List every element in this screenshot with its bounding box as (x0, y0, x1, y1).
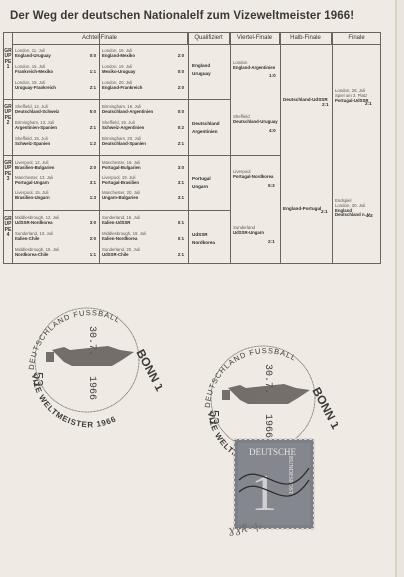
postmark-code: 53 (207, 410, 222, 424)
qualified-team: UdSSR (192, 232, 208, 237)
quarter-score: 4:0 (269, 128, 276, 133)
semi-score: 2:1 (321, 209, 328, 214)
quarter-score: 5:3 (268, 183, 275, 188)
cancel-wave-icon (238, 479, 310, 497)
group-label: GRUPPE3 (4, 160, 12, 182)
stamp-country: DEUTSCHE (249, 447, 297, 457)
qualified-team: Argentinien (192, 129, 218, 134)
stamp-value: 1 (251, 465, 277, 522)
header-round-of-16: Achtel-Finale (12, 33, 188, 45)
qualified-team: England (192, 63, 211, 68)
postmark-year: 1966 (262, 414, 273, 438)
postmark-year: 1966 (86, 376, 97, 400)
semi-match: Deutschland-UdSSR (283, 97, 328, 102)
world-cup-trophy-icon (222, 384, 310, 404)
signature: ɣɣƙ ·\· (227, 520, 263, 537)
postmark-city: BONN 1 (133, 347, 162, 394)
header-final: Finale (332, 33, 381, 45)
page-title: Der Weg der deutschen Nationalelf zum Vi… (10, 10, 355, 22)
quarter-score: 1:0 (269, 73, 276, 78)
row-divider (4, 99, 230, 100)
cancel-wave-icon (238, 467, 310, 485)
qualified-team: Ungarn (192, 184, 209, 189)
postage-stamp: DEUTSCHE BUNDESPOST 1 (233, 438, 315, 530)
row-divider (4, 210, 230, 211)
group-label: GRUPPE2 (4, 104, 12, 126)
stamp-country-2: BUNDESPOST (287, 456, 293, 495)
postmark-bonn: DEUTSCHLAND FUSSBALL VIZE WELTMEISTER 19… (27, 307, 162, 429)
qualified-team: Uruguay (192, 71, 211, 76)
column-divider (332, 33, 333, 263)
quarter-score: 2:1 (268, 239, 275, 244)
header-quarter: Viertel-Finale (230, 33, 280, 45)
qualified-team: Portugal (192, 176, 211, 181)
postmark-date: 30.7. (262, 364, 273, 394)
world-cup-trophy-icon (46, 346, 134, 366)
third-place-score: 2:1 (365, 101, 372, 106)
column-divider (280, 33, 281, 263)
group-label: GRUPPE1 (4, 48, 12, 70)
postmark-city: BONN 1 (309, 385, 338, 432)
group-label: GRUPPE4 (4, 216, 12, 238)
column-divider (99, 33, 100, 263)
column-divider (12, 33, 13, 263)
qualified-team: Deutschland (192, 121, 220, 126)
qualified-team: Nordkorea (192, 240, 215, 245)
postmark-code: 53 (31, 372, 46, 386)
header-qualified: Qualifiziert (188, 33, 230, 45)
semi-score: 2:1 (322, 102, 329, 107)
header-semi: Halb-Finale (280, 33, 332, 45)
column-divider (188, 33, 189, 263)
bracket-table: Achtel-Finale Qualifiziert Viertel-Final… (3, 32, 381, 264)
column-divider (230, 33, 231, 263)
row-divider (4, 155, 280, 156)
postmark-date: 30.7. (86, 326, 97, 356)
final-score: 4:2 (366, 213, 373, 218)
postmark-bonn: DEUTSCHLAND FUSSBALL VIZE WELTMEISTER 19… (203, 345, 338, 467)
semi-match: England-Portugal (283, 206, 322, 211)
